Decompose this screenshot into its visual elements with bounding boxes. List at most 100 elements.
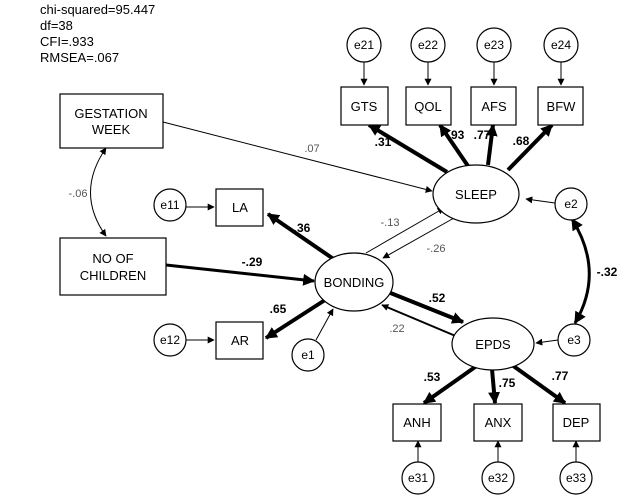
circle-e23 — [476, 27, 512, 63]
path-gestation-children-covariance — [90, 147, 107, 237]
chi-squared-stat: chi-squared=95.447 — [40, 2, 156, 17]
circle-e2 — [554, 187, 588, 221]
label-gestation-week-2: WEEK — [92, 122, 131, 137]
coef-sleep-qol: .93 — [448, 128, 465, 142]
label-e2: e2 — [564, 197, 578, 211]
label-anh: ANH — [403, 415, 430, 430]
latent-variables — [314, 164, 535, 371]
ellipse-sleep — [432, 164, 520, 224]
path-bonding-epds — [387, 290, 465, 324]
label-e23: e23 — [484, 38, 504, 52]
ellipse-bonding — [314, 252, 394, 312]
coef-bonding-sleep: -.13 — [381, 217, 400, 229]
coef-epds-dep: .77 — [552, 369, 569, 383]
circle-e11 — [153, 188, 187, 222]
label-gestation-week-1: GESTATION — [74, 106, 147, 121]
coef-e2-e3: -.32 — [597, 265, 618, 279]
coef-sleep-gts: .31 — [375, 135, 392, 149]
label-bfw: BFW — [547, 99, 577, 114]
box-la — [215, 188, 264, 227]
coef-sleep-afs: .77 — [474, 128, 491, 142]
circle-e33 — [559, 461, 593, 495]
coefficient-labels: .07 -.06 -.29 .31 .93 .77 .68 .36 .65 -.… — [69, 128, 618, 390]
label-e21: e21 — [354, 38, 374, 52]
circle-e1 — [291, 338, 325, 372]
coef-sleep-bonding: -.26 — [427, 243, 446, 255]
coef-gestation-children: -.06 — [69, 188, 88, 200]
label-la: LA — [232, 200, 248, 215]
path-children-bonding — [165, 263, 316, 286]
box-afs — [470, 86, 517, 126]
df-stat: df=38 — [40, 18, 73, 33]
label-no-of-children-1: NO OF — [92, 251, 133, 266]
circle-e21 — [346, 27, 382, 63]
path-sleep-bfw — [506, 123, 554, 172]
path-e2-e3-covariance — [570, 217, 591, 325]
path-epds-bonding — [381, 304, 459, 338]
coef-epds-anh: .53 — [424, 370, 441, 384]
path-epds-anx — [488, 368, 501, 405]
circle-e31 — [401, 461, 435, 495]
path-bonding-ar — [264, 298, 327, 340]
label-gts: GTS — [351, 99, 378, 114]
coef-epds-bonding: .22 — [389, 323, 404, 335]
path-gestation-sleep — [162, 121, 433, 193]
box-ar — [215, 321, 264, 360]
circle-e32 — [481, 461, 515, 495]
error-terms — [153, 27, 593, 495]
path-sleep-bonding — [382, 217, 455, 259]
circle-e12 — [153, 323, 187, 357]
observed-labels: GESTATION WEEK NO OF CHILDREN GTS QOL AF… — [74, 99, 589, 430]
coef-children-bonding: -.29 — [242, 255, 263, 269]
box-anx — [473, 403, 523, 442]
label-anx: ANX — [485, 415, 512, 430]
path-bonding-sleep — [365, 207, 445, 254]
label-sleep: SLEEP — [455, 187, 497, 202]
label-qol: QOL — [414, 99, 441, 114]
coef-sleep-bfw: .68 — [513, 134, 530, 148]
label-dep: DEP — [563, 415, 590, 430]
label-e32: e32 — [488, 471, 508, 485]
coef-bonding-la: .36 — [294, 221, 311, 235]
box-anh — [392, 403, 442, 442]
error-labels: e21 e22 e23 e24 e11 e12 e1 e2 e3 e31 e32… — [160, 38, 586, 485]
box-dep — [552, 403, 601, 442]
label-e12: e12 — [160, 333, 180, 347]
cfi-stat: CFI=.933 — [40, 34, 94, 49]
latent-labels: SLEEP BONDING EPDS — [324, 187, 511, 352]
coef-epds-anx: .75 — [499, 376, 516, 390]
label-bonding: BONDING — [324, 275, 385, 290]
label-no-of-children-2: CHILDREN — [80, 268, 146, 283]
path-sleep-qol — [438, 123, 470, 168]
box-no-of-children — [59, 237, 167, 296]
box-gestation-week — [59, 93, 164, 149]
box-qol — [405, 86, 452, 126]
path-e3-epds — [535, 338, 559, 346]
ellipse-epds — [451, 317, 535, 371]
path-epds-dep — [510, 363, 567, 405]
rmsea-stat: RMSEA=.067 — [40, 50, 120, 65]
label-e22: e22 — [418, 38, 438, 52]
circle-e24 — [543, 27, 579, 63]
label-e3: e3 — [567, 333, 581, 347]
coef-gestation-sleep: .07 — [304, 143, 319, 155]
label-epds: EPDS — [475, 337, 511, 352]
path-sleep-gts — [367, 123, 449, 174]
coef-bonding-ar: .65 — [270, 302, 287, 316]
path-e2-sleep — [525, 196, 556, 204]
box-gts — [340, 86, 389, 126]
label-e1: e1 — [301, 348, 315, 362]
label-e31: e31 — [408, 471, 428, 485]
path-bonding-la — [266, 212, 337, 262]
box-bfw — [537, 86, 584, 126]
label-e11: e11 — [160, 198, 179, 212]
observed-variables — [59, 86, 601, 442]
coef-bonding-epds: .52 — [429, 291, 446, 305]
circle-e22 — [410, 27, 446, 63]
path-e1-bonding — [315, 308, 334, 341]
label-e24: e24 — [551, 38, 571, 52]
label-ar: AR — [231, 333, 249, 348]
path-sleep-afs — [485, 123, 498, 166]
label-e33: e33 — [566, 471, 586, 485]
